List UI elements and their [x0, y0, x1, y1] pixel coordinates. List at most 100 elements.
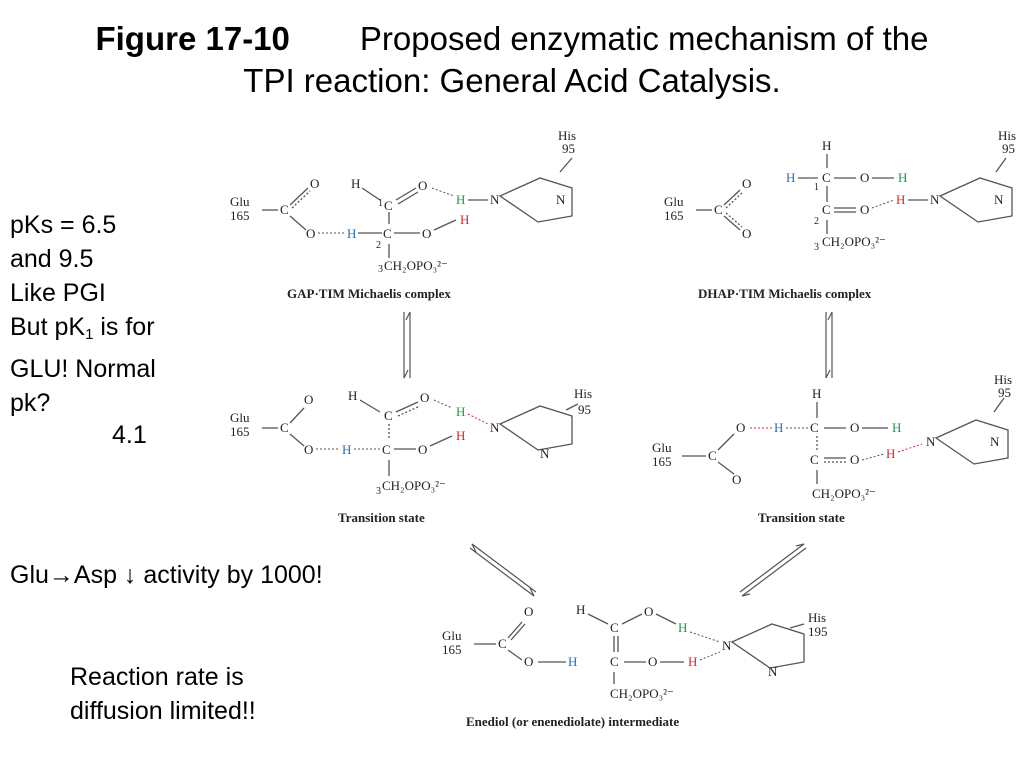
- atom-n: N: [930, 192, 940, 207]
- glu-number: 165: [230, 424, 250, 439]
- glu-label: Glu: [230, 194, 250, 209]
- equilibrium-arrow-diag-right: [739, 543, 807, 597]
- his-number: 95: [562, 141, 575, 156]
- carbon-number-2: 2: [376, 240, 381, 251]
- atom-c: C: [810, 420, 819, 435]
- ch2opo3-label: CH₂OPO₃²⁻: [812, 486, 876, 501]
- atom-o: O: [742, 176, 751, 191]
- atom-c: C: [383, 226, 392, 241]
- atom-n: N: [540, 446, 550, 461]
- atom-o: O: [524, 604, 533, 619]
- atom-n: N: [490, 192, 500, 207]
- carbon-number-1: 1: [814, 182, 819, 193]
- glu-number: 165: [230, 208, 250, 223]
- his-number: 195: [808, 624, 828, 639]
- atom-c: C: [810, 452, 819, 467]
- glu-number: 165: [652, 454, 672, 469]
- glu-label: Glu: [664, 194, 684, 209]
- caption-gap-complex: GAP·TIM Michaelis complex: [287, 286, 451, 301]
- his-number: 95: [578, 402, 591, 417]
- caption-enediol: Enediol (or enenediolate) intermediate: [466, 714, 679, 729]
- atom-o: O: [418, 442, 427, 457]
- atom-o: O: [850, 452, 859, 467]
- pks-line4-pre: But pK: [10, 313, 86, 341]
- rate-note: Reaction rate is diffusion limited!!: [70, 660, 256, 728]
- atom-c: C: [384, 198, 393, 213]
- atom-n: N: [490, 420, 500, 435]
- atom-c: C: [708, 448, 717, 463]
- proton-green: H: [678, 620, 687, 635]
- atom-o: O: [304, 442, 313, 457]
- his-label: His: [998, 128, 1016, 143]
- atom-o: O: [418, 178, 427, 193]
- pks-line6: pk?: [10, 389, 51, 417]
- title-line1: Proposed enzymatic mechanism of the: [359, 20, 929, 57]
- sub3: 3: [376, 486, 381, 497]
- atom-n: N: [990, 434, 1000, 449]
- proton-red: H: [460, 212, 469, 227]
- atom-h: H: [348, 388, 357, 403]
- panel-transition-right: Glu 165 C O O H H C O H C O H N N His 95…: [652, 372, 1012, 525]
- ch2opo3-label: CH₂OPO₃²⁻: [384, 258, 448, 273]
- proton-green: H: [456, 192, 465, 207]
- atom-o: O: [736, 420, 745, 435]
- atom-o: O: [306, 226, 315, 241]
- pks-line4: But pK1 is for: [10, 310, 156, 352]
- glu-number: 165: [442, 642, 462, 657]
- atom-c: C: [498, 636, 507, 651]
- his-label: His: [558, 128, 576, 143]
- pks-line5: GLU! Normal: [10, 355, 156, 383]
- panel-dhap-complex: Glu 165 C O O H H C 1 O H C 2 O H N N Hi…: [664, 128, 1016, 301]
- atom-c: C: [822, 170, 831, 185]
- pks-note: pKs = 6.5 and 9.5 Like PGI But pK1 is fo…: [10, 208, 156, 420]
- rate-line1: Reaction rate is: [70, 663, 244, 691]
- atom-c: C: [280, 202, 289, 217]
- atom-o: O: [422, 226, 431, 241]
- ch2opo3-label: CH₂OPO₃²⁻: [382, 478, 446, 493]
- pks-line4-post: is for: [93, 313, 155, 341]
- proton-green: H: [892, 420, 901, 435]
- pks-line1: pKs = 6.5: [10, 211, 117, 239]
- figure-label: Figure 17-10: [95, 20, 290, 57]
- atom-o: O: [648, 654, 657, 669]
- pks-line4-sub: 1: [85, 326, 94, 343]
- atom-c: C: [822, 202, 831, 217]
- equilibrium-arrow-right: [825, 311, 833, 379]
- equilibrium-arrow-diag-left: [469, 543, 537, 597]
- glu-number: 165: [664, 208, 684, 223]
- atom-o: O: [850, 420, 859, 435]
- glu-label: Glu: [652, 440, 672, 455]
- equilibrium-arrow-left: [403, 311, 411, 379]
- proton-blue: H: [786, 170, 795, 185]
- sub3: 3: [378, 264, 383, 275]
- glu-label: Glu: [442, 628, 462, 643]
- atom-o: O: [860, 202, 869, 217]
- atom-o: O: [860, 170, 869, 185]
- glu-label: Glu: [230, 410, 250, 425]
- panel-gap-complex: Glu 165 C O O H C O H H C 1 2 O H N N Hi…: [230, 128, 576, 301]
- atom-n: N: [768, 664, 778, 679]
- proton-blue: H: [568, 654, 577, 669]
- proton-red: H: [688, 654, 697, 669]
- atom-o: O: [742, 226, 751, 241]
- proton-red: H: [886, 446, 895, 461]
- atom-o: O: [524, 654, 533, 669]
- carbon-number-2: 2: [814, 216, 819, 227]
- proton-green: H: [456, 404, 465, 419]
- his-label: His: [808, 610, 826, 625]
- atom-h: H: [822, 138, 831, 153]
- proton-green: H: [898, 170, 907, 185]
- atom-h: H: [576, 602, 585, 617]
- atom-h: H: [351, 176, 360, 191]
- proton-blue: H: [342, 442, 351, 457]
- atom-c: C: [384, 408, 393, 423]
- ch2opo3-label: CH₂OPO₃²⁻: [822, 234, 886, 249]
- atom-n: N: [926, 434, 936, 449]
- atom-c: C: [382, 442, 391, 457]
- atom-c: C: [280, 420, 289, 435]
- caption-dhap-complex: DHAP·TIM Michaelis complex: [698, 286, 872, 301]
- atom-c: C: [714, 202, 723, 217]
- atom-c: C: [610, 620, 619, 635]
- his-number: 95: [1002, 141, 1015, 156]
